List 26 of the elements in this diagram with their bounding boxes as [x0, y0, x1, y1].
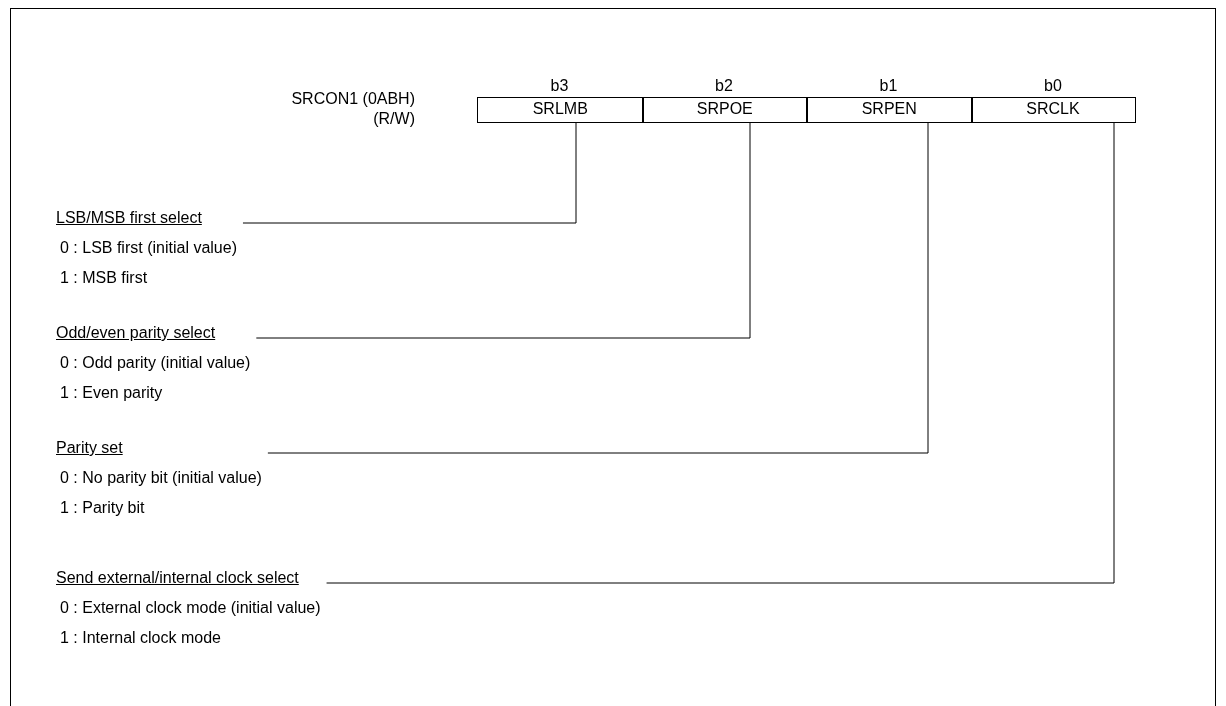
leader-line: [267, 122, 929, 454]
leader-line: [255, 122, 751, 339]
setting-option: 1 : Even parity: [60, 384, 163, 401]
setting-option: 1 : Parity bit: [60, 499, 145, 516]
bit-number-label: b3: [550, 77, 569, 95]
register-name-label: SRCON1 (0ABH): [291, 90, 415, 108]
register-bit-field: SRPEN: [806, 97, 973, 123]
register-bit-field: SRPOE: [641, 97, 808, 123]
setting-option: 1 : MSB first: [60, 269, 148, 286]
bit-number-label: b0: [1044, 77, 1062, 95]
setting-option: 1 : Internal clock mode: [60, 629, 221, 646]
bit-number-label: b2: [715, 77, 733, 95]
field-name-heading: Parity set: [56, 439, 123, 456]
setting-option: 0 : External clock mode (initial value): [60, 599, 321, 616]
register-bit-field: SRLMB: [477, 97, 644, 123]
field-name-heading: Send external/internal clock select: [56, 569, 299, 586]
leader-line: [242, 122, 577, 224]
access-label: (R/W): [373, 110, 415, 128]
bit-number-label: b1: [879, 77, 898, 95]
field-name-heading: Odd/even parity select: [56, 324, 216, 341]
setting-option: 0 : LSB first (initial value): [60, 239, 237, 256]
leader-line: [326, 122, 1115, 584]
setting-option: 0 : Odd parity (initial value): [60, 354, 251, 371]
field-name-heading: LSB/MSB first select: [56, 209, 202, 226]
setting-option: 0 : No parity bit (initial value): [60, 469, 262, 486]
register-bit-field: SRCLK: [970, 97, 1136, 123]
